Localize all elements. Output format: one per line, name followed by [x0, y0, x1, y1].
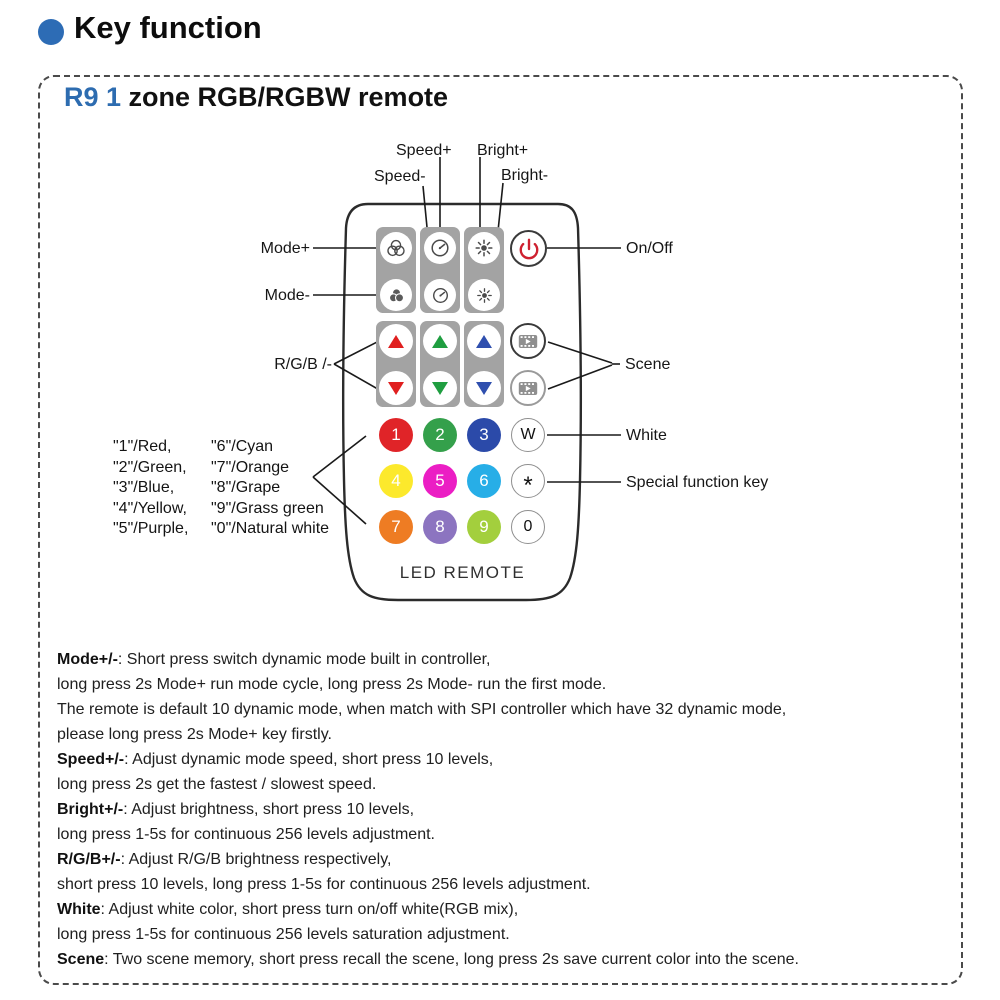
note-line: long press 1-5s for continuous 256 level…: [57, 826, 435, 843]
key-special-star: *: [511, 464, 545, 499]
power-icon: [519, 238, 538, 259]
star-glyph: *: [523, 472, 533, 499]
sun-small-icon: [476, 287, 492, 303]
green-up-button: [423, 324, 457, 358]
note-line: Scene: Two scene memory, short press rec…: [57, 951, 799, 968]
note-line: long press 1-5s for continuous 256 level…: [57, 926, 510, 943]
red-down-button: [379, 371, 413, 405]
sun-icon: [475, 239, 493, 257]
label-rgb: R/G/B /-: [274, 356, 332, 373]
key-white: W: [511, 418, 545, 452]
color-key-cell: "8"/Grape: [211, 479, 281, 496]
key-8: 8: [423, 510, 457, 544]
label-special-function: Special function key: [626, 474, 769, 491]
color-key-cell: "3"/Blue,: [113, 479, 175, 496]
green-down-button: [423, 371, 457, 405]
key-4: 4: [379, 464, 413, 498]
label-on-off: On/Off: [626, 240, 673, 257]
mode-plus-button: [380, 232, 412, 264]
remote-brand-text: LED REMOTE: [399, 563, 526, 582]
label-bright-minus: Bright-: [501, 167, 549, 184]
digit-color-key: "1"/Red, "6"/Cyan "2"/Green, "7"/Orange "3…: [113, 437, 329, 540]
color-key-cell: "7"/Orange: [211, 458, 290, 476]
note-line: Mode+/-: Short press switch dynamic mode…: [57, 651, 491, 668]
film-clip-icon: [518, 334, 538, 348]
note-line: long press 2s get the fastest / slowest …: [57, 776, 377, 793]
down-arrow-icon: [388, 381, 404, 395]
key-5: 5: [423, 464, 457, 498]
key-0: 0: [511, 510, 545, 544]
color-key-cell: "9"/Grass green: [211, 499, 324, 517]
note-line: White: Adjust white color, short press t…: [57, 901, 519, 918]
key-function-notes: Mode+/-: Short press switch dynamic mode…: [57, 647, 799, 972]
note-line: Speed+/-: Adjust dynamic mode speed, sho…: [57, 751, 494, 768]
up-arrow-icon: [432, 334, 448, 348]
key-7: 7: [379, 510, 413, 544]
note-line: short press 10 levels, long press 1-5s f…: [57, 876, 591, 893]
section-bullet-icon: [38, 19, 64, 45]
label-mode-plus: Mode+: [260, 240, 310, 257]
up-arrow-icon: [388, 334, 404, 348]
color-key-cell: "2"/Green,: [113, 458, 187, 476]
note-line: R/G/B+/-: Adjust R/G/B brightness respec…: [57, 851, 392, 868]
mode-minus-button: [380, 279, 412, 311]
label-scene: Scene: [625, 356, 671, 373]
speedometer-small-icon: [432, 287, 448, 303]
key-1: 1: [379, 418, 413, 452]
up-arrow-icon: [476, 334, 492, 348]
section-title: Key function: [74, 10, 262, 45]
blue-down-button: [467, 371, 501, 405]
digit-keypad: 1 2 3 W 4 5 6 * 7 8 9 0: [379, 418, 545, 544]
color-key-cell: "0"/Natural white: [211, 520, 330, 537]
color-key-cell: "1"/Red,: [113, 438, 172, 455]
remote-model-code: R9 1: [64, 82, 122, 112]
down-arrow-icon: [432, 381, 448, 395]
scene-1-button: [510, 323, 546, 359]
power-button: [510, 230, 547, 267]
scene-2-button: [510, 370, 546, 406]
color-key-cell: "6"/Cyan: [211, 438, 274, 455]
bright-minus-button: [468, 279, 500, 311]
key-3: 3: [467, 418, 501, 452]
callout-lines: [312, 157, 621, 525]
remote-model-rest: zone RGB/RGBW remote: [121, 82, 449, 112]
note-line: please long press 2s Mode+ key firstly.: [57, 726, 332, 743]
remote-model-title: R9 1 zone RGB/RGBW remote: [64, 82, 448, 113]
key-6: 6: [467, 464, 501, 498]
label-speed-minus: Speed-: [374, 168, 426, 185]
key-9: 9: [467, 510, 501, 544]
down-arrow-icon: [476, 381, 492, 395]
speed-plus-button: [424, 232, 456, 264]
label-speed-plus: Speed+: [396, 142, 452, 159]
red-up-button: [379, 324, 413, 358]
speedometer-icon: [431, 239, 449, 257]
label-bright-plus: Bright+: [477, 142, 529, 159]
color-key-cell: "5"/Purple,: [113, 520, 189, 537]
bright-plus-button: [468, 232, 500, 264]
note-line: long press 2s Mode+ run mode cycle, long…: [57, 676, 607, 693]
note-line: The remote is default 10 dynamic mode, w…: [57, 701, 787, 718]
rgb-circles-outline-icon: [387, 239, 405, 257]
label-white: White: [626, 427, 667, 444]
key-2: 2: [423, 418, 457, 452]
remote-section-panel: [38, 75, 963, 985]
label-mode-minus: Mode-: [264, 287, 310, 304]
film-clip-icon: [518, 381, 538, 395]
color-key-cell: "4"/Yellow,: [113, 499, 187, 517]
note-line: Bright+/-: Adjust brightness, short pres…: [57, 801, 415, 818]
rgb-circles-filled-icon: [388, 287, 404, 302]
speed-minus-button: [424, 279, 456, 311]
blue-up-button: [467, 324, 501, 358]
